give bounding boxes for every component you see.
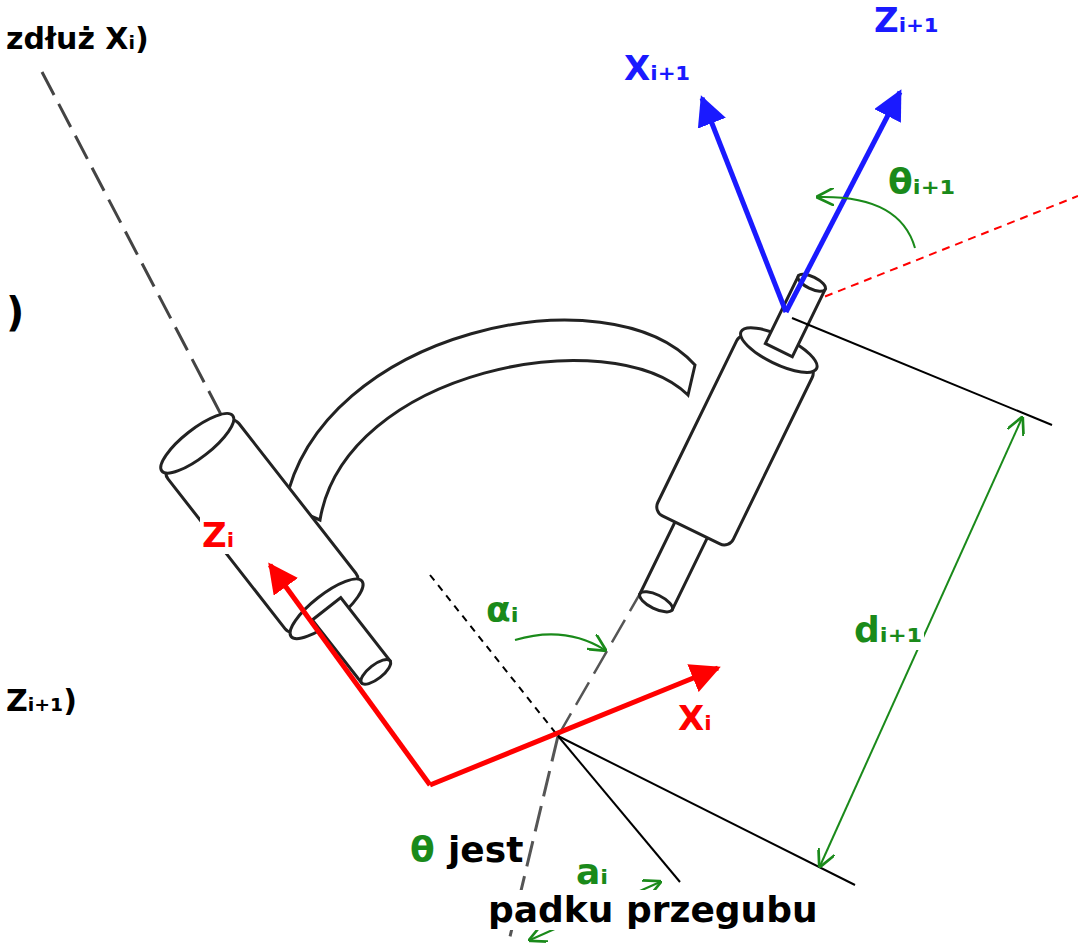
cropped-note: jest: [446, 830, 525, 870]
axis-label: Zᵢ₊₁: [872, 2, 941, 39]
axis-label: Zᵢ: [200, 517, 236, 554]
frame-i: [270, 565, 718, 785]
cropped-note: zdłuż Xᵢ): [4, 22, 151, 55]
cropped-note: Zᵢ₊₁): [4, 684, 79, 717]
axis-label: Xᵢ: [676, 700, 714, 737]
axis-label: Xᵢ₊₁: [622, 50, 693, 87]
joint-i-cylinder: [153, 405, 415, 705]
cropped-note: ): [4, 290, 26, 334]
parameter-label: aᵢ: [574, 852, 610, 892]
link-arm: [285, 320, 695, 520]
parameter-arrows: [515, 197, 1022, 940]
cropped-note: padku przegubu: [486, 890, 820, 930]
parameter-label: αᵢ: [484, 590, 521, 630]
joint-axis-lines: [42, 72, 1078, 945]
joint-i1-cylinder: [615, 259, 852, 627]
frame-i1: [702, 92, 900, 312]
parameter-label: θᵢ₊₁: [886, 162, 957, 202]
parameter-label: dᵢ₊₁: [852, 610, 924, 650]
cropped-note: θ: [408, 830, 437, 870]
dimension-lines: [558, 318, 1052, 885]
